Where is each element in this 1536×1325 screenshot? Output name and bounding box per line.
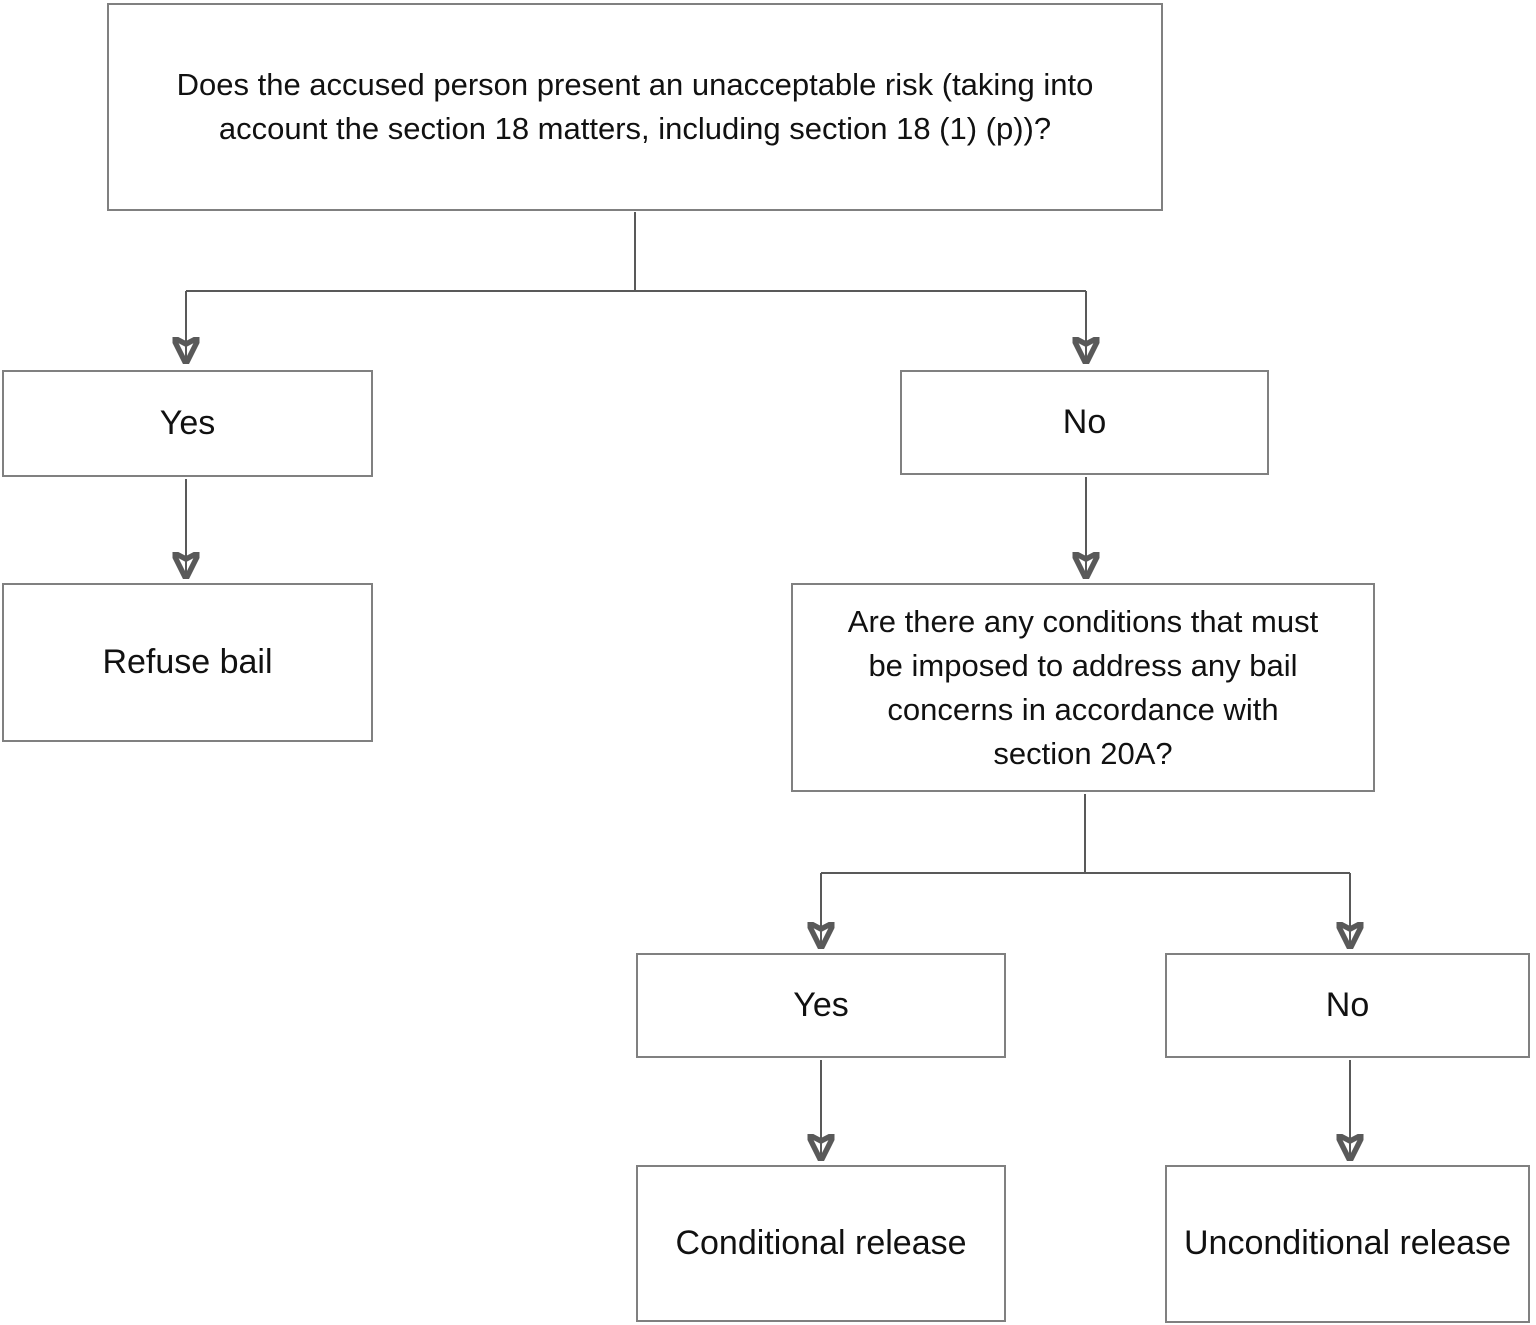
node-conditional-release: Conditional release bbox=[636, 1165, 1006, 1322]
node-yes-conditions: Yes bbox=[636, 953, 1006, 1058]
node-question-unacceptable-risk: Does the accused person present an unacc… bbox=[107, 3, 1163, 211]
node-question-conditions-20a: Are there any conditions that must be im… bbox=[791, 583, 1375, 792]
node-unconditional-release: Unconditional release bbox=[1165, 1165, 1530, 1323]
node-no-conditions: No bbox=[1165, 953, 1530, 1058]
node-refuse-bail: Refuse bail bbox=[2, 583, 373, 742]
edge-q-risk-split bbox=[186, 212, 1086, 292]
node-yes-risk: Yes bbox=[2, 370, 373, 477]
node-no-risk: No bbox=[900, 370, 1269, 475]
edge-q-conditions-split bbox=[821, 794, 1350, 874]
